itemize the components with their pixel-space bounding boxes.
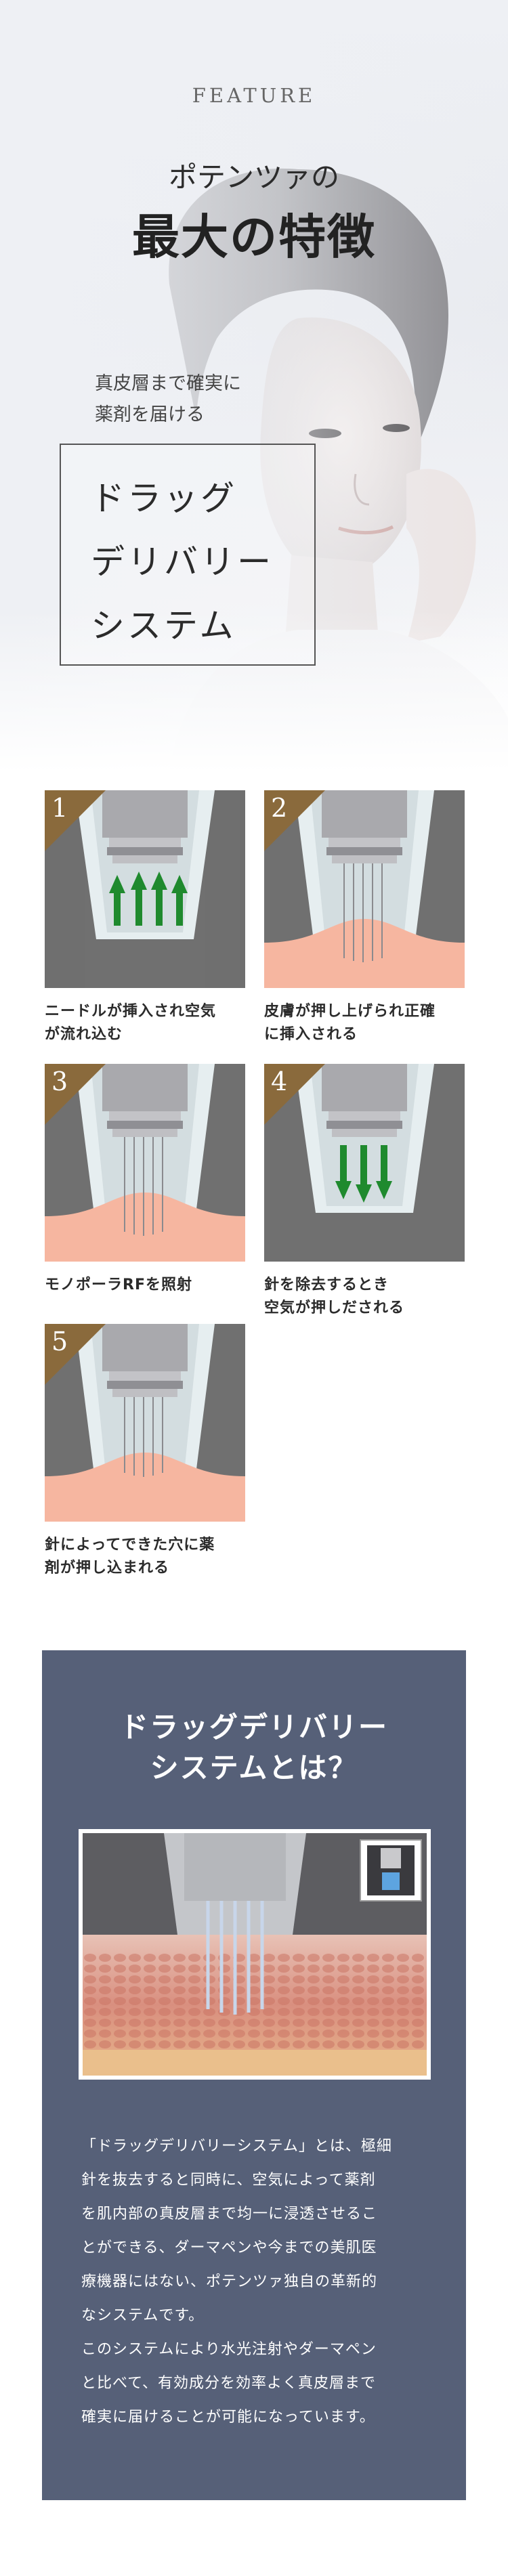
step-caption-line: ニードルが挿入され空気 xyxy=(45,1003,217,1020)
dds-paragraph-line: とができる、ダーマペンや今までの美肌医 xyxy=(81,2239,377,2256)
hero-box-line: デリバリー xyxy=(91,542,274,582)
step-number: 3 xyxy=(51,1067,68,1096)
hero-title: 最大の特徴 xyxy=(132,209,376,265)
dds-paragraph-line: 確実に届けることが可能になっています。 xyxy=(81,2409,375,2426)
hero-feature-box: ドラッグ デリバリー システム xyxy=(60,444,316,666)
step-card-2: 2 皮膚が押し上げられ正確 に挿入される xyxy=(264,790,465,1046)
hero-lead-line: 薬剤を届ける xyxy=(95,404,205,425)
dds-paragraph-line: このシステムにより水光注射やダーマペン xyxy=(81,2341,377,2358)
step-caption-line: 皮膚が押し上げられ正確 xyxy=(264,1003,436,1020)
needle-illustration-3 xyxy=(45,1064,245,1262)
dds-paragraph-line: なシステムです。 xyxy=(81,2307,205,2324)
dds-paragraph-line: と比べて、有効成分を効率よく真皮層まで xyxy=(81,2375,377,2392)
dds-illustration xyxy=(79,1829,431,2080)
step-caption-line: が流れ込む xyxy=(45,1026,123,1043)
step-number-badge xyxy=(45,1064,106,1125)
needle-illustration-1 xyxy=(45,790,245,988)
dds-paragraph-line: 「ドラッグデリバリーシステム」とは、極細 xyxy=(81,2138,392,2155)
step-number-badge xyxy=(45,790,106,851)
step-caption-line: モノポーラRFを照射 xyxy=(45,1276,192,1293)
hero-lead: 真皮層まで確実に 薬剤を届ける xyxy=(95,368,312,431)
needle-illustration-4 xyxy=(264,1064,465,1262)
dds-section: ドラッグデリバリー システムとは？ xyxy=(42,1650,466,2500)
step-illustration: 5 xyxy=(45,1324,245,1522)
step-caption-line: 剤が押し込まれる xyxy=(45,1560,170,1576)
step-caption: 針を除去するとき 空気が押しだされる xyxy=(264,1274,465,1320)
needle-illustration-5 xyxy=(45,1324,245,1522)
skin-cross-section-image xyxy=(83,1833,427,2076)
step-caption-line: 針によってできた穴に薬 xyxy=(45,1537,215,1553)
step-number: 4 xyxy=(271,1067,288,1096)
hero-subtitle: ポテンツァの xyxy=(168,160,339,194)
step-number: 2 xyxy=(271,793,288,823)
hero-box-line: システム xyxy=(91,606,236,645)
step-caption: ニードルが挿入され空気 が流れ込む xyxy=(45,1000,245,1046)
step-caption-line: 針を除去するとき xyxy=(264,1276,389,1293)
step-caption-line: に挿入される xyxy=(264,1026,358,1043)
step-illustration: 2 xyxy=(264,790,465,988)
step-caption: モノポーラRFを照射 xyxy=(45,1274,245,1297)
hero-box-line: ドラッグ xyxy=(91,479,237,518)
dds-paragraph-line: 針を抜去すると同時に、空気によって薬剤 xyxy=(81,2172,376,2189)
dds-paragraph-line: 療機器にはない、ポテンツァ独自の革新的 xyxy=(81,2273,378,2290)
needle-illustration-2 xyxy=(264,790,465,988)
step-number-badge xyxy=(45,1324,106,1385)
dds-paragraph-line: を肌内部の真皮層まで均一に浸透させるこ xyxy=(81,2206,378,2223)
step-card-5: 5 針によってできた穴に薬 剤が押し込まれる xyxy=(45,1324,245,1580)
step-caption: 皮膚が押し上げられ正確 に挿入される xyxy=(264,1000,465,1046)
dds-title-line: ドラッグデリバリー xyxy=(119,1711,388,1744)
feature-label: FEATURE xyxy=(192,84,316,107)
hero-section: FEATURE ポテンツァの 最大の特徴 真皮層まで確実に 薬剤を届ける ドラッ… xyxy=(0,0,508,772)
model-portrait xyxy=(0,0,508,772)
step-illustration: 4 xyxy=(264,1064,465,1262)
step-card-3: 3 モノポーラRFを照射 xyxy=(45,1064,245,1297)
dds-description: 「ドラッグデリバリーシステム」とは、極細 針を抜去すると同時に、空気によって薬剤… xyxy=(81,2130,429,2434)
dds-title-line: システムとは？ xyxy=(150,1751,358,1784)
step-number-badge xyxy=(264,790,325,851)
step-card-1: 1 ニードルが挿入され空気 が流れ込む xyxy=(45,790,245,1046)
step-illustration: 1 xyxy=(45,790,245,988)
step-number-badge xyxy=(264,1064,325,1125)
step-caption-line: 空気が押しだされる xyxy=(264,1300,405,1316)
step-number: 5 xyxy=(51,1327,68,1356)
step-card-4: 4 針を除去するとき 空気が押しだされる xyxy=(264,1064,465,1320)
dds-title: ドラッグデリバリー システムとは？ xyxy=(42,1707,466,1788)
step-number: 1 xyxy=(51,793,68,823)
step-caption: 針によってできた穴に薬 剤が押し込まれる xyxy=(45,1534,245,1580)
step-illustration: 3 xyxy=(45,1064,245,1262)
hero-lead-line: 真皮層まで確実に xyxy=(95,373,241,394)
